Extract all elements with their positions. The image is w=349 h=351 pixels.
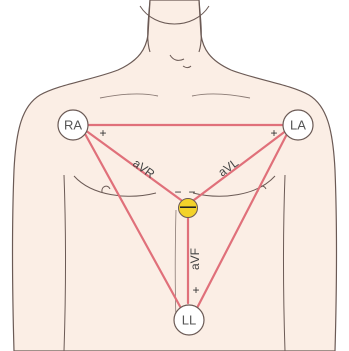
lead-label-avf: aVF: [188, 248, 202, 270]
central-terminal: —: [179, 199, 198, 218]
electrode-la-label: LA: [290, 118, 306, 133]
polarity-center-negative-2: −: [188, 185, 195, 199]
electrode-ll-label: LL: [182, 313, 196, 328]
polarity-ra-positive: +: [99, 126, 106, 140]
electrode-ll: LL: [174, 305, 204, 335]
polarity-center-negative: −: [174, 185, 181, 199]
electrode-ra: RA: [58, 110, 88, 140]
electrode-la: LA: [283, 110, 313, 140]
polarity-ll-positive: +: [192, 283, 199, 297]
polarity-la-positive: +: [270, 126, 277, 140]
electrode-ra-label: RA: [64, 118, 82, 133]
central-terminal-sign: —: [180, 199, 196, 216]
